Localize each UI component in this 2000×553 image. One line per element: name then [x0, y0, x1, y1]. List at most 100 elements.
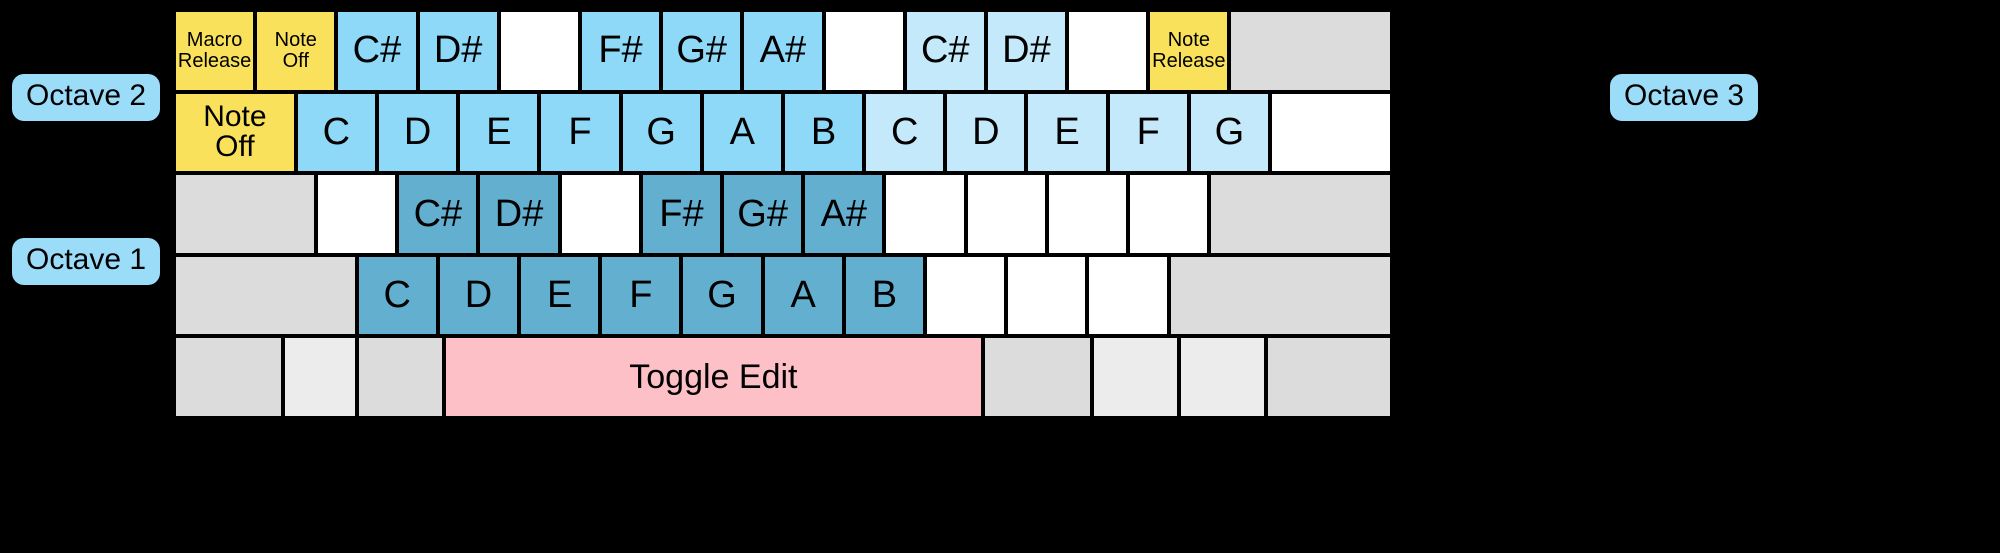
key-top-letter-row-4-f[interactable]: F [539, 91, 621, 174]
key-top-letter-row-10-e[interactable]: E [1026, 91, 1108, 174]
key-label: F [568, 111, 592, 154]
key-label: E [546, 274, 573, 317]
key-top-letter-row-7-b[interactable]: B [782, 91, 865, 174]
key-label: B [810, 111, 837, 154]
key-home-row-1-blank [316, 173, 398, 255]
key-bottom-letter-row-3-e[interactable]: E [519, 254, 601, 337]
key-label: E [486, 111, 512, 154]
key-top-letter-row-6-a[interactable]: A [701, 91, 783, 174]
key-bottom-letter-row-4-f[interactable]: F [600, 254, 682, 337]
key-space-row-0-blank [174, 336, 283, 418]
key-space-row-4-blank [983, 336, 1092, 418]
key-bottom-letter-row-5-g[interactable]: G [681, 254, 763, 337]
key-number-row-4-blank [498, 10, 580, 92]
key-home-row-4-blank [559, 173, 641, 255]
key-bottom-letter-row-2-d[interactable]: D [437, 254, 520, 337]
key-label: G [646, 111, 676, 154]
key-bottom-letter-row-6-a[interactable]: A [762, 254, 844, 337]
key-label: E [1054, 111, 1080, 154]
key-label: F# [659, 192, 704, 235]
key-space-row-7-blank [1265, 336, 1392, 418]
key-label: Toggle Edit [629, 357, 798, 396]
key-label: D [464, 274, 493, 317]
key-home-row-7-a-sharp[interactable]: A# [803, 173, 885, 255]
key-home-row-8-blank [884, 173, 966, 255]
key-home-row-3-d-sharp[interactable]: D# [478, 173, 560, 255]
key-label: D# [1002, 29, 1051, 72]
key-label: C [890, 111, 919, 154]
key-top-letter-row-8-c[interactable]: C [864, 91, 946, 174]
key-label: C# [413, 192, 463, 235]
key-home-row-11-blank [1127, 173, 1210, 255]
key-number-row-0-macro-release[interactable]: Macro Release [174, 10, 256, 92]
key-label: D [403, 111, 432, 154]
key-top-letter-row-11-f[interactable]: F [1107, 91, 1189, 174]
key-space-row-1-blank [282, 336, 357, 418]
key-space-row-5-blank [1091, 336, 1179, 418]
key-number-row-2-c-sharp[interactable]: C# [336, 10, 418, 92]
key-home-row-0-blank [174, 173, 317, 255]
key-bottom-letter-row-10-blank [1087, 254, 1169, 337]
key-label: Note Off [203, 99, 267, 164]
key-label: A [729, 111, 755, 154]
key-number-row-13-blank [1229, 10, 1392, 92]
key-bottom-letter-row-9-blank [1006, 254, 1088, 337]
keyboard-row-home-row: C# D# F# G# A# [174, 173, 1392, 255]
key-home-row-10-blank [1046, 173, 1128, 255]
key-number-row-9-c-sharp[interactable]: C# [904, 10, 986, 92]
key-home-row-6-g-sharp[interactable]: G# [722, 173, 804, 255]
key-label: F# [598, 29, 643, 72]
key-top-letter-row-1-c[interactable]: C [295, 91, 377, 174]
key-bottom-letter-row-0-blank [174, 254, 357, 337]
key-number-row-5-f-sharp[interactable]: F# [579, 10, 662, 92]
key-bottom-letter-row-1-c[interactable]: C [356, 254, 438, 337]
key-number-row-11-blank [1067, 10, 1149, 92]
key-label: A# [820, 192, 868, 235]
key-home-row-12-blank [1209, 173, 1392, 255]
key-top-letter-row-2-d[interactable]: D [376, 91, 459, 174]
octave-1-label: Octave 1 [12, 238, 161, 285]
key-number-row-7-a-sharp[interactable]: A# [742, 10, 824, 92]
key-label: B [871, 274, 898, 317]
key-number-row-3-d-sharp[interactable]: D# [417, 10, 499, 92]
key-bottom-letter-row-7-b[interactable]: B [843, 254, 925, 337]
key-space-row-6-blank [1178, 336, 1266, 418]
key-label: C# [352, 29, 402, 72]
key-top-letter-row-0-note-off[interactable]: Note Off [174, 91, 296, 174]
key-number-row-12-note-release[interactable]: Note Release [1148, 10, 1230, 92]
key-top-letter-row-12-g[interactable]: G [1188, 91, 1271, 174]
key-label: D# [433, 29, 483, 72]
key-label: D# [494, 192, 544, 235]
key-number-row-1-note-off[interactable]: Note Off [255, 10, 337, 92]
key-bottom-letter-row-11-blank [1168, 254, 1392, 337]
key-home-row-5-f-sharp[interactable]: F# [640, 173, 723, 255]
key-bottom-letter-row-8-blank [925, 254, 1007, 337]
key-home-row-2-c-sharp[interactable]: C# [397, 173, 479, 255]
key-number-row-10-d-sharp[interactable]: D# [985, 10, 1068, 92]
key-label: G# [676, 29, 728, 72]
key-top-letter-row-9-d[interactable]: D [945, 91, 1027, 174]
key-top-letter-row-5-g[interactable]: G [620, 91, 702, 174]
key-number-row-8-blank [823, 10, 905, 92]
key-label: A# [759, 29, 807, 72]
key-label: Note Release [1152, 29, 1226, 72]
key-top-letter-row-13-blank [1270, 91, 1392, 174]
key-number-row-6-g-sharp[interactable]: G# [661, 10, 743, 92]
key-label: G [707, 274, 737, 317]
key-label: C [383, 274, 411, 317]
key-label: C [322, 111, 351, 154]
key-top-letter-row-3-e[interactable]: E [458, 91, 540, 174]
key-label: G [1214, 111, 1245, 154]
key-home-row-9-blank [965, 173, 1047, 255]
key-space-row-3-toggle-edit[interactable]: Toggle Edit [443, 336, 984, 418]
key-label: F [629, 274, 653, 317]
key-label: A [790, 274, 816, 317]
octave-2-label: Octave 2 [12, 74, 161, 121]
key-space-row-2-blank [356, 336, 444, 418]
keyboard-row-space-row: Toggle Edit [174, 336, 1392, 418]
